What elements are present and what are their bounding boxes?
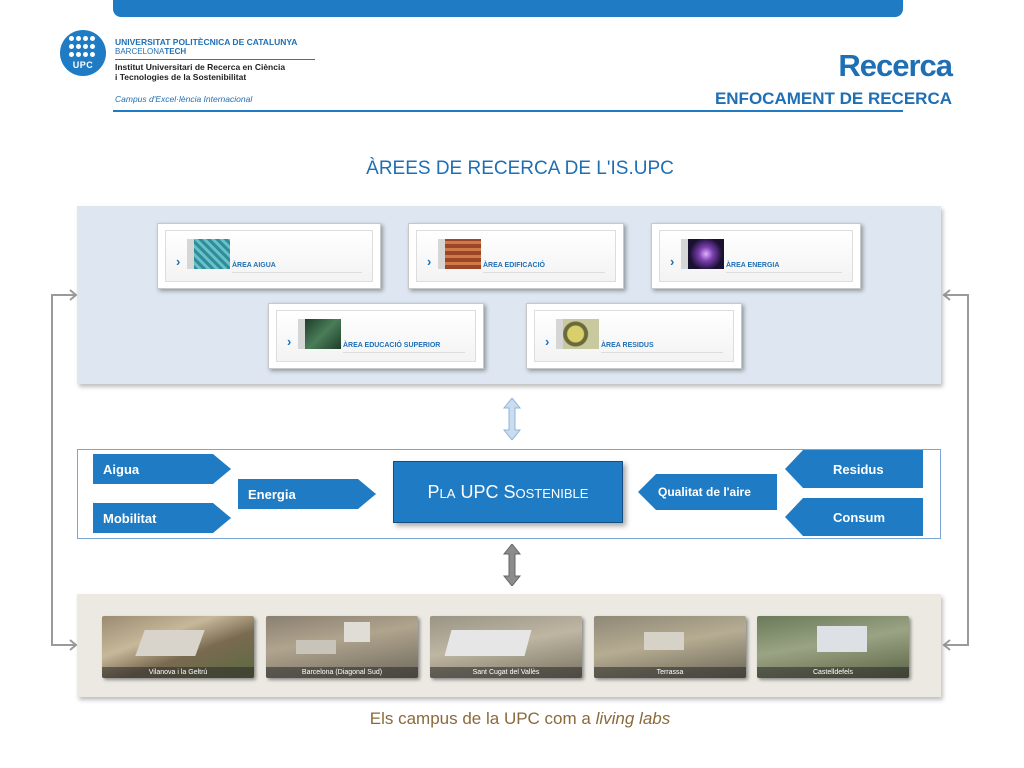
card-rule [601, 352, 723, 353]
campus-caption: Sant Cugat del Vallès [430, 667, 582, 678]
chevron-right-icon: › [427, 254, 432, 269]
header-divider [113, 110, 903, 112]
tag-consum: Consum [785, 498, 923, 536]
roof-tiles-thumbnail [445, 239, 481, 269]
page-title: ÀREES DE RECERCA DE L'IS.UPC [366, 158, 674, 179]
card-rule [232, 272, 362, 273]
institute-line-1: Institut Universitari de Recerca en Cièn… [115, 62, 286, 72]
tag-label: Mobilitat [103, 510, 157, 526]
tag-label: Residus [833, 461, 884, 477]
area-label: ÀREA EDUCACIÓ SUPERIOR [343, 342, 441, 349]
campus-photo-vilanova: Vilanova i la Geltrú [102, 616, 254, 678]
batteries-thumbnail [563, 319, 599, 349]
institute-name: Institut Universitari de Recerca en Cièn… [115, 62, 335, 82]
barcelonatech: BARCELONATECH [115, 47, 186, 57]
campus-photo-sant-cugat: Sant Cugat del Vallès [430, 616, 582, 678]
right-connector-arrow [942, 289, 969, 651]
logo-divider [115, 59, 315, 60]
card-accent-bar [681, 239, 688, 269]
campus-photo-castelldefels: Castelldefels [757, 616, 909, 678]
tag-residus: Residus [785, 450, 923, 488]
campus-caption: Barcelona (Diagonal Sud) [266, 667, 418, 678]
card-accent-bar [187, 239, 194, 269]
area-label: ÀREA AIGUA [232, 262, 276, 269]
caption-prefix: Els campus de la UPC com a [369, 709, 596, 728]
university-name: UNIVERSITAT POLITÈCNICA DE CATALUNYA [115, 37, 298, 47]
water-thumbnail [194, 239, 230, 269]
card-rule [343, 352, 465, 353]
tag-label: Qualitat de l'aire [658, 485, 751, 499]
double-arrow-icon [502, 544, 522, 586]
campus-caption: Castelldefels [757, 667, 909, 678]
chevron-right-icon: › [670, 254, 675, 269]
campus-caption: Terrassa [594, 667, 746, 678]
tag-qualitat-aire: Qualitat de l'aire [638, 474, 777, 510]
chevron-right-icon: › [176, 254, 181, 269]
card-accent-bar [556, 319, 563, 349]
tag-mobilitat: Mobilitat [93, 503, 231, 533]
institute-line-2: i Tecnologies de la Sostenibilitat [115, 72, 247, 82]
tag-label: Aigua [103, 461, 140, 477]
plan-center-box: Pla UPC Sostenible [393, 461, 623, 523]
chevron-right-icon: › [287, 334, 292, 349]
area-card-educacio-superior[interactable]: › ÀREA EDUCACIÓ SUPERIOR [268, 303, 484, 369]
section-subtitle: ENFOCAMENT DE RECERCA [714, 89, 952, 108]
card-accent-bar [298, 319, 305, 349]
campus-photo-terrassa: Terrassa [594, 616, 746, 678]
double-arrow-icon [502, 398, 522, 440]
area-label: ÀREA ENERGIA [726, 262, 780, 269]
campus-photo-barcelona: Barcelona (Diagonal Sud) [266, 616, 418, 678]
card-rule [483, 272, 605, 273]
tech-prefix: BARCELONA [115, 47, 165, 56]
section-title: Recerca [838, 48, 953, 83]
area-card-edificacio[interactable]: › ÀREA EDIFICACIÓ [408, 223, 624, 289]
chalkboard-thumbnail [305, 319, 341, 349]
card-rule [726, 272, 842, 273]
chevron-right-icon: › [545, 334, 550, 349]
campus-tagline: Campus d'Excel·lència Internacional [115, 94, 253, 104]
tag-label: Consum [833, 509, 885, 525]
area-label: ÀREA RESIDUS [601, 342, 654, 349]
logo-dots-icon [69, 36, 97, 58]
tag-aigua: Aigua [93, 454, 231, 484]
tag-energia: Energia [238, 479, 376, 509]
area-card-energia[interactable]: › ÀREA ENERGIA [651, 223, 861, 289]
left-connector-arrow [51, 289, 78, 651]
logo-text: UPC [72, 60, 94, 70]
card-accent-bar [438, 239, 445, 269]
area-label: ÀREA EDIFICACIÓ [483, 262, 545, 269]
caption-italic: living labs [595, 709, 671, 728]
top-accent-bar [113, 0, 903, 17]
area-card-aigua[interactable]: › ÀREA AIGUA [157, 223, 381, 289]
tag-label: Energia [248, 486, 296, 502]
campus-caption: Vilanova i la Geltrú [102, 667, 254, 678]
bottom-caption: Els campus de la UPC com a living labs [0, 709, 1024, 729]
area-card-residus[interactable]: › ÀREA RESIDUS [526, 303, 742, 369]
tech-suffix: TECH [164, 47, 187, 56]
nebula-thumbnail [688, 239, 724, 269]
